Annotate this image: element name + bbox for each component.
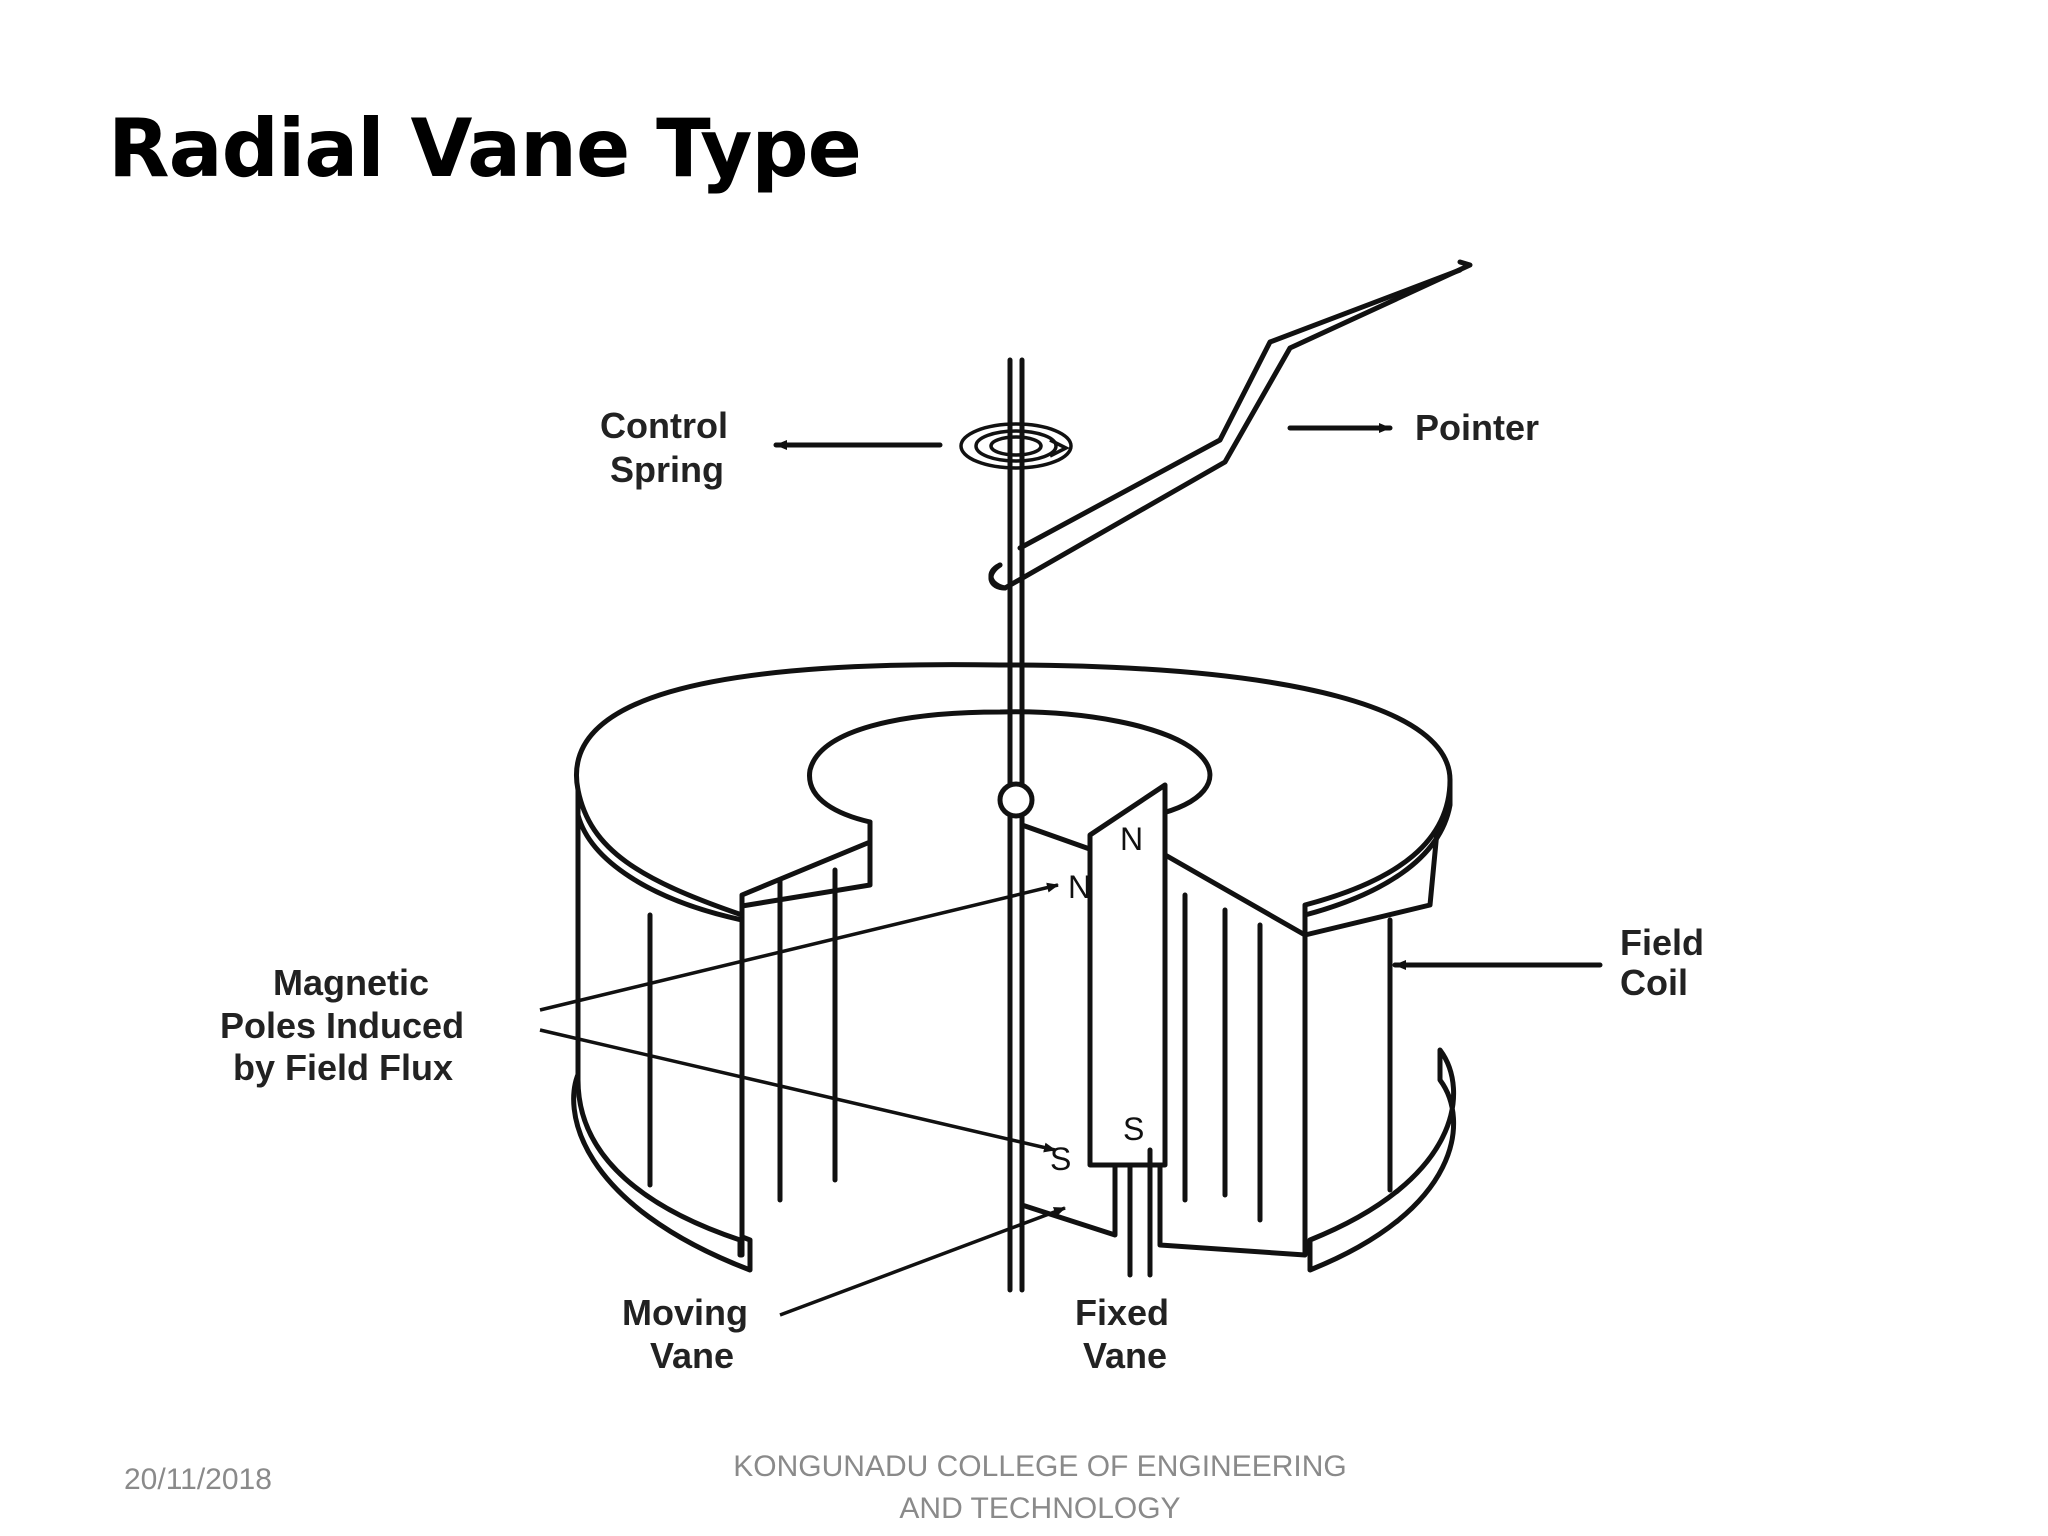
svg-text:Moving: Moving	[622, 1292, 748, 1333]
svg-text:Vane: Vane	[1083, 1335, 1167, 1376]
svg-text:by Field Flux: by Field Flux	[233, 1047, 453, 1088]
pointer	[988, 259, 1473, 591]
label-field-coil: Field Coil	[1392, 922, 1704, 1003]
fixed-vane	[1087, 782, 1168, 1278]
svg-text:Spring: Spring	[610, 449, 724, 490]
svg-text:Vane: Vane	[650, 1335, 734, 1376]
svg-text:Poles Induced: Poles Induced	[220, 1005, 464, 1046]
label-magnetic-poles: Magnetic Poles Induced by Field Flux	[220, 882, 1059, 1153]
pole-moving-south: S	[1050, 1141, 1071, 1177]
control-spring	[959, 422, 1073, 470]
label-fixed-vane: Fixed Vane	[1075, 1292, 1169, 1376]
label-moving-vane: Moving Vane	[622, 1206, 1066, 1376]
footer-organization: KONGUNADU COLLEGE OF ENGINEERING AND TEC…	[700, 1446, 1380, 1530]
footer-organization-line2: AND TECHNOLOGY	[899, 1492, 1181, 1525]
pole-fixed-south: S	[1123, 1111, 1144, 1147]
slide-title: Radial Vane Type	[108, 102, 862, 195]
svg-text:Magnetic: Magnetic	[273, 962, 429, 1003]
svg-text:Field: Field	[1620, 922, 1704, 963]
footer-organization-line1: KONGUNADU COLLEGE OF ENGINEERING	[733, 1450, 1347, 1483]
svg-text:Coil: Coil	[1620, 962, 1688, 1003]
svg-text:Fixed: Fixed	[1075, 1292, 1169, 1333]
footer-date: 20/11/2018	[124, 1463, 272, 1496]
field-coil-top-flange	[574, 662, 1453, 938]
pole-fixed-north: N	[1120, 821, 1143, 857]
svg-text:Pointer: Pointer	[1415, 407, 1539, 448]
label-control-spring: Control Spring	[600, 405, 943, 490]
svg-text:Control: Control	[600, 405, 728, 446]
label-pointer: Pointer	[1287, 407, 1539, 448]
field-coil-left	[575, 802, 873, 1258]
pole-moving-north: N	[1068, 869, 1091, 905]
